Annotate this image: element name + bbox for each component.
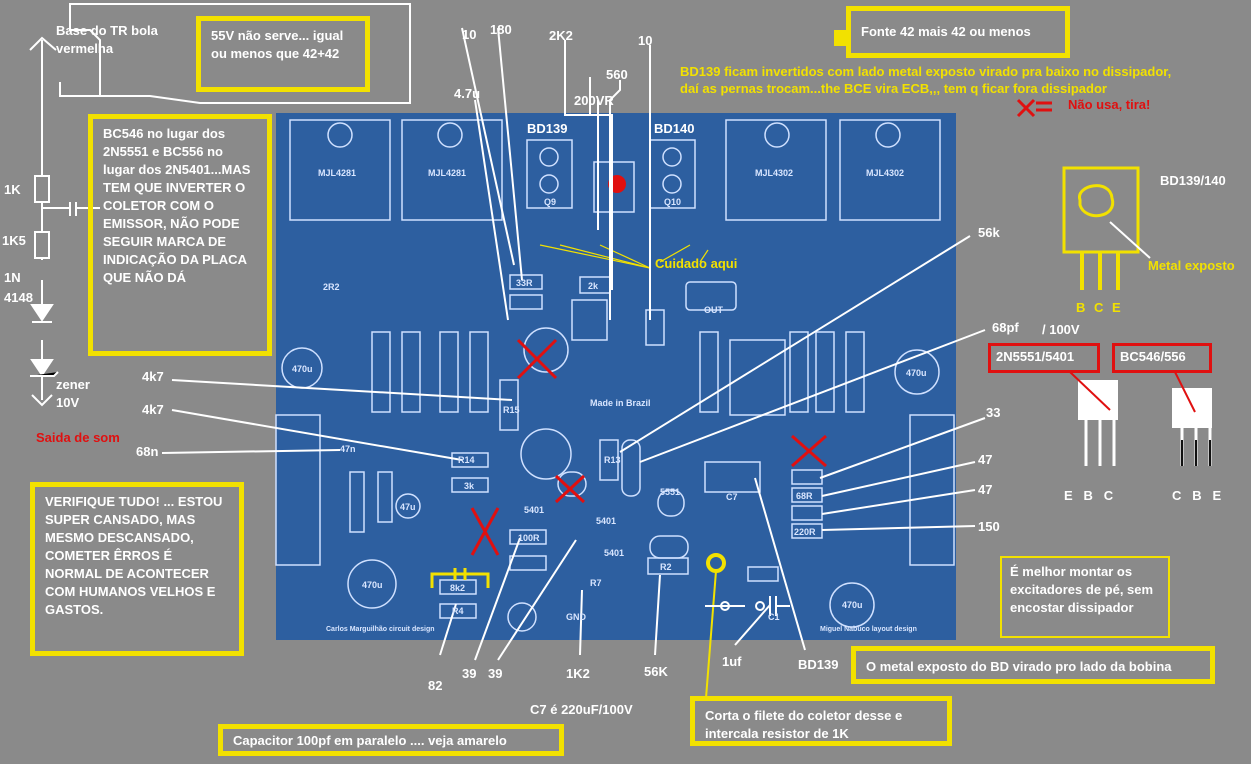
label-bc546-box — [1112, 343, 1212, 373]
note-metal-bd: O metal exposto do BD virado pro lado da… — [851, 646, 1215, 684]
pcb-2r2: 2R2 — [323, 282, 340, 292]
note-bd139-inverted: BD139 ficam invertidos com lado metal ex… — [680, 64, 1172, 96]
label-1uf: 1uf — [722, 654, 742, 669]
supply-tab — [834, 30, 846, 46]
pcb-2k: 2k — [588, 281, 599, 291]
label-1k5: 1K5 — [2, 233, 26, 248]
pcb-mjl2: MJL4281 — [428, 168, 467, 178]
label-1n4148: 1N 4148 — [4, 270, 33, 305]
note-melhor: É melhor montar os excitadores de pé, se… — [1000, 556, 1170, 638]
pcb-r14: R14 — [458, 455, 475, 465]
label-150: 150 — [978, 519, 1000, 534]
label-metal-exposto: Metal exposto — [1148, 258, 1235, 273]
label-bd140: BD140 — [654, 121, 695, 136]
note-base-tr: Base do TR bola vermelha — [56, 23, 158, 56]
pcb-r4: R4 — [452, 606, 464, 616]
note-supply: Fonte 42 mais 42 ou menos — [846, 6, 1070, 58]
note-c7: C7 é 220uF/100V — [530, 702, 633, 717]
label-1k2: 1K2 — [566, 666, 590, 681]
pcb-3k: 3k — [464, 481, 475, 491]
label-200vr: 200VR — [574, 93, 614, 108]
label-56k-b: 56K — [644, 664, 668, 679]
label-39-b: 39 — [488, 666, 503, 681]
label-10-a: 10 — [462, 27, 477, 42]
label-ebc: E B C — [1064, 488, 1114, 503]
label-2n5551: 2N5551/5401 — [996, 349, 1075, 364]
pcb-220r: 220R — [794, 527, 816, 537]
pcb-5401c: 5401 — [604, 548, 625, 558]
label-bc546: BC546/556 — [1120, 349, 1186, 364]
label-47-a: 47 — [978, 452, 993, 467]
pcb-47u: 47u — [400, 502, 416, 512]
label-82: 82 — [428, 678, 443, 693]
label-100v: / 100V — [1042, 322, 1080, 337]
label-pin-c: C — [1094, 300, 1104, 315]
note-capacitor: Capacitor 100pf em paralelo .... veja am… — [218, 724, 564, 756]
pcb-5401a: 5401 — [524, 505, 545, 515]
pcb-credit1: Carlos Marguilhão circuit design — [326, 626, 435, 633]
pcb-r2: R2 — [660, 562, 672, 572]
label-2k2: 2K2 — [549, 28, 573, 43]
label-68n: 68n — [136, 444, 159, 459]
pcb-c7: C7 — [726, 492, 738, 502]
label-4k7-b: 4k7 — [142, 402, 164, 417]
label-33: 33 — [986, 405, 1001, 420]
label-bd139-b: BD139 — [798, 657, 839, 672]
pcb-8k2: 8k2 — [450, 583, 466, 593]
note-volt: 55V não serve... igual ou menos que 42+4… — [196, 16, 370, 92]
note-verifique: VERIFIQUE TUDO! ... ESTOU SUPER CANSADO,… — [30, 482, 244, 656]
label-bd139: BD139 — [527, 121, 568, 136]
label-10-b: 10 — [638, 33, 653, 48]
label-bd139-140: BD139/140 — [1160, 173, 1226, 188]
pcb-mjl1: MJL4281 — [318, 168, 357, 178]
label-4k7-a: 4k7 — [142, 369, 164, 384]
note-saida: Saida de som — [36, 430, 120, 445]
label-39-a: 39 — [462, 666, 477, 681]
label-68pf: 68pf — [992, 320, 1019, 335]
pcb-470u-c: 470u — [362, 580, 383, 590]
label-pin-e: E — [1112, 300, 1121, 315]
pcb-mjl4: MJL4302 — [866, 168, 905, 178]
pcb-5551: 5551 — [660, 487, 681, 497]
label-zener: zener 10V — [56, 377, 90, 410]
pcb-470u-d: 470u — [842, 600, 863, 610]
label-4-7u: 4.7u — [454, 86, 481, 101]
pcb-mjl3: MJL4302 — [755, 168, 794, 178]
label-180: 180 — [490, 22, 512, 37]
pcb-33r: 33R — [516, 278, 533, 288]
label-47-b: 47 — [978, 482, 993, 497]
pcb-credit2: Miguel Nabuco layout design — [820, 626, 917, 633]
pcb-r7: R7 — [590, 578, 602, 588]
label-2n5551-box — [988, 343, 1100, 373]
pcb-made: Made in Brazil — [590, 398, 651, 408]
note-bc546: BC546 no lugar dos 2N5551 e BC556 no lug… — [88, 114, 272, 356]
label-560: 560 — [606, 67, 628, 82]
pcb-47n: 47n — [340, 444, 356, 454]
label-pin-b: B — [1076, 300, 1086, 315]
pcb-q9: Q9 — [544, 197, 557, 207]
pcb-r13: R13 — [604, 455, 621, 465]
pcb-470u-a: 470u — [292, 364, 313, 374]
pcb-470u-b: 470u — [906, 368, 927, 378]
pcb-r15: R15 — [503, 405, 520, 415]
pcb-100r: 100R — [518, 533, 540, 543]
pcb-gnd: GND — [566, 612, 586, 622]
pcb-68r: 68R — [796, 491, 813, 501]
note-cuidado: Cuidado aqui — [655, 256, 738, 271]
pcb-c1: C1 — [768, 612, 780, 622]
pcb-5401b: 5401 — [596, 516, 617, 526]
label-56k: 56k — [978, 225, 1000, 240]
note-corta: Corta o filete do coletor desse e interc… — [690, 696, 952, 746]
pcb-q10: Q10 — [664, 197, 682, 207]
label-1k: 1K — [4, 182, 21, 197]
pcb-out: OUT — [704, 305, 723, 315]
label-cbe: C B E — [1172, 488, 1222, 503]
note-nao-usa: Não usa, tira! — [1068, 97, 1151, 112]
